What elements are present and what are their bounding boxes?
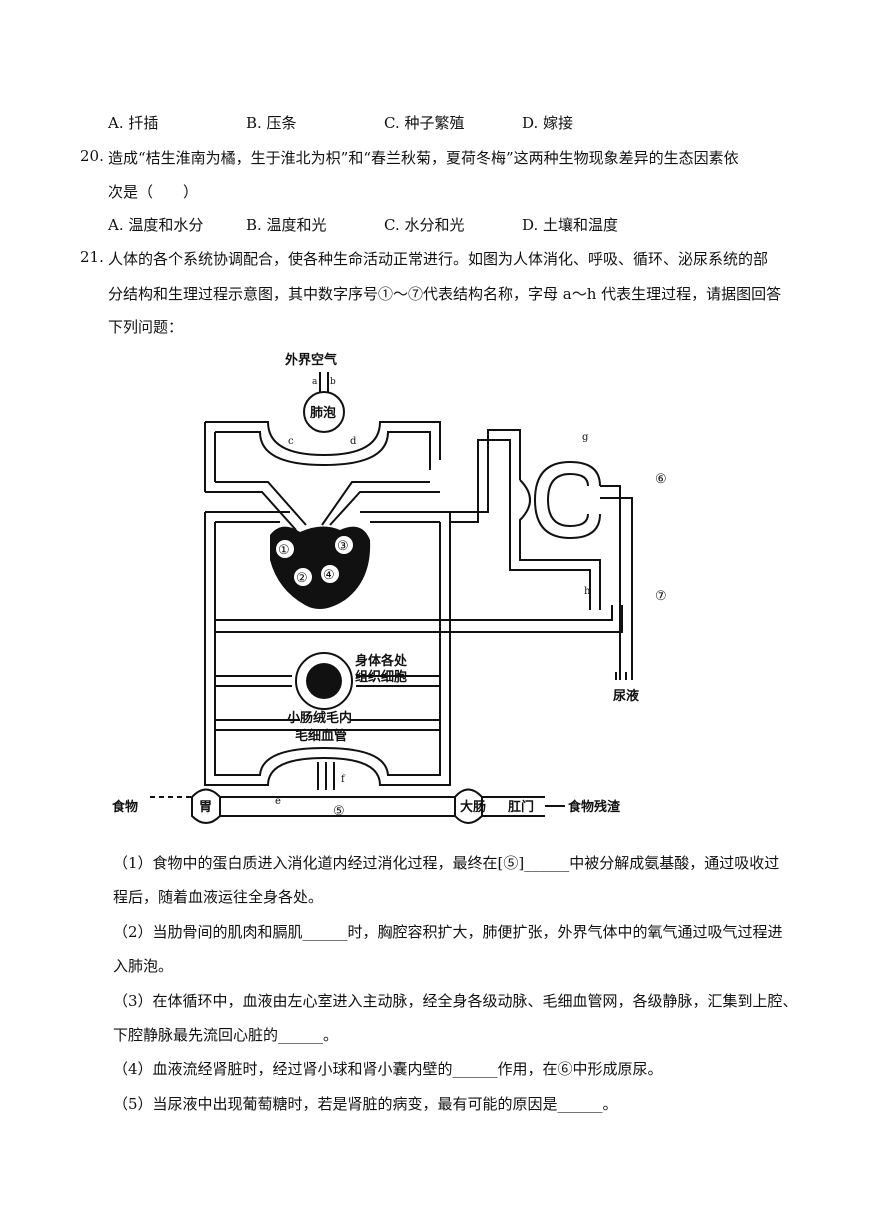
label-n7: ⑦ xyxy=(655,589,667,604)
label-alveolus: 肺泡 xyxy=(310,405,336,421)
label-n2: ② xyxy=(296,571,308,586)
q19-option-d: D. 嫁接 xyxy=(522,114,574,132)
label-villi-line2: 毛细血管 xyxy=(295,728,347,744)
q21-number: 21. xyxy=(80,248,104,266)
q20-stem-line1: 造成“桔生淮南为橘，生于淮北为枳”和“春兰秋菊，夏荷冬梅”这两种生物现象差异的生… xyxy=(108,149,739,167)
q21-stem-line2: 分结构和生理过程示意图，其中数字序号①～⑦代表结构名称，字母 a～h 代表生理过… xyxy=(108,285,782,303)
tissue-cell-circle xyxy=(295,652,353,710)
label-large-intestine: 大肠 xyxy=(460,799,486,815)
q20-option-d: D. 土壤和温度 xyxy=(522,216,619,234)
subq-2-line1: （2）当肋骨间的肌肉和膈肌______时，胸腔容积扩大，肺便扩张，外界气体中的氧… xyxy=(113,923,783,941)
label-tissue-line2: 组织细胞 xyxy=(355,669,407,685)
glomerulus-capsule xyxy=(533,460,601,540)
renal-artery xyxy=(450,429,521,513)
label-g: g xyxy=(582,432,589,443)
renal-tubule xyxy=(600,485,621,680)
label-n4: ④ xyxy=(323,568,335,583)
q19-option-a: A. 扦插 xyxy=(108,114,159,132)
label-a: a xyxy=(312,377,318,387)
label-h: h xyxy=(584,586,591,597)
q21-stem-line3: 下列问题： xyxy=(108,318,184,336)
label-d: d xyxy=(350,436,357,447)
alveolus-circle xyxy=(303,391,345,433)
label-anus: 肛门 xyxy=(508,799,534,815)
subq-3-line2: 下腔静脉最先流回心脏的______。 xyxy=(113,1026,339,1044)
q20-option-c: C. 水分和光 xyxy=(384,216,465,234)
pulmonary-loop-inner xyxy=(215,431,431,470)
label-villi-line1: 小肠绒毛内 xyxy=(287,710,352,726)
label-n5: ⑤ xyxy=(333,804,345,819)
systemic-left-inner xyxy=(214,522,441,776)
label-stomach: 胃 xyxy=(199,800,212,815)
q20-option-a: A. 温度和水分 xyxy=(108,216,204,234)
q20-stem-line2: 次是（ ） xyxy=(108,183,199,201)
q21-stem-line1: 人体的各个系统协调配合，使各种生命活动正常进行。如图为人体消化、呼吸、循环、泌尿… xyxy=(108,250,769,268)
label-n6: ⑥ xyxy=(655,472,667,487)
subq-1-line1: （1）食物中的蛋白质进入消化道内经过消化过程，最终在[⑤]______中被分解成… xyxy=(113,854,780,872)
q19-option-b: B. 压条 xyxy=(246,114,297,132)
renal-vein xyxy=(215,605,613,621)
q20-number: 20. xyxy=(80,147,104,165)
label-food: 食物 xyxy=(112,799,138,815)
pulmonary-loop-outer xyxy=(205,421,441,460)
label-c: c xyxy=(288,436,294,447)
heart xyxy=(270,526,371,609)
subq-1-line2: 程后，随着血液运往全身各处。 xyxy=(113,888,324,906)
label-f: f xyxy=(341,774,346,785)
subq-2-line2: 入肺泡。 xyxy=(113,957,174,975)
label-urine: 尿液 xyxy=(613,688,639,704)
systemic-left-outer xyxy=(204,512,451,786)
pulmonary-artery xyxy=(329,491,440,526)
label-n3: ③ xyxy=(337,539,349,554)
label-n1: ① xyxy=(278,543,290,558)
q20-option-b: B. 温度和光 xyxy=(246,216,327,234)
subq-4: （4）血液流经肾脏时，经过肾小球和肾小囊内壁的______作用，在⑥中形成原尿。 xyxy=(113,1060,663,1078)
label-b: b xyxy=(330,377,336,387)
label-outside-air: 外界空气 xyxy=(284,352,337,368)
subq-3-line1: （3）在体循环中，血液由左心室进入主动脉，经全身各级动脉、毛细血管网，各级静脉，… xyxy=(113,992,798,1010)
label-tissue-line1: 身体各处 xyxy=(355,653,408,669)
q19-option-c: C. 种子繁殖 xyxy=(384,114,465,132)
pulmonary-vein xyxy=(205,491,297,531)
label-e: e xyxy=(275,796,281,807)
subq-5: （5）当尿液中出现葡萄糖时，若是肾脏的病变，最有可能的原因是______。 xyxy=(113,1095,618,1113)
label-residue: 食物残渣 xyxy=(568,799,621,815)
